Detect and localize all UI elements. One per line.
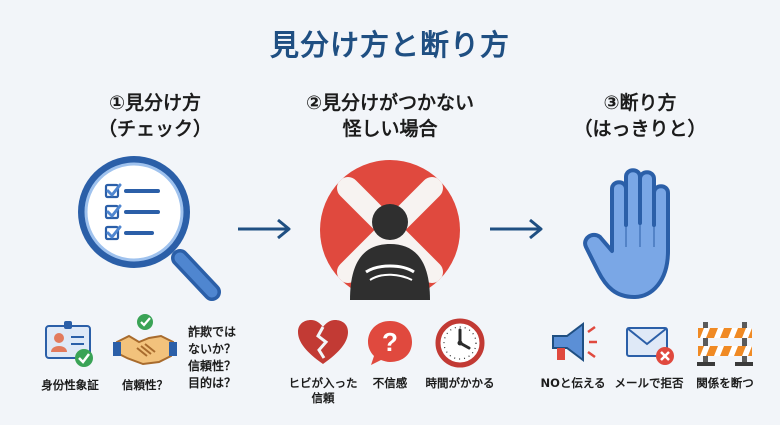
item-label-line1: ヒビが入った [288,376,358,390]
list-item-broken-trust: ヒビが入った 信頼 [284,318,362,406]
item-label: 不信感 [372,376,408,390]
item-label: NOと伝える [540,376,606,390]
check-questions: 詐欺では ないか？ 信頼性？ 目的は？ [188,324,236,392]
section-2-heading-line1: ②見分けがつかない [305,92,475,114]
list-item-distrust: ? 不信感 [362,318,418,391]
item-label: 関係を断つ [696,376,754,390]
mail-reject-icon [626,327,674,365]
arrow-right-icon [490,218,543,240]
item-label: ヒビが入った 信頼 [284,376,362,406]
item-label-line2: 信頼 [311,391,335,405]
svg-text:?: ? [382,327,398,357]
item-label: 信頼性？ [122,378,168,392]
list-item-say-no: NOと伝える [536,318,610,391]
section-1-heading: ①見分け方 （チェック） [55,90,255,142]
list-item-cut-ties: 関係を断つ [688,318,762,391]
list-item-time: 時間がかかる [420,318,500,391]
section-1-heading-line2: （チェック） [97,118,212,140]
question-line: 目的は？ [188,376,237,390]
list-item-id-check: 身份性象証 [30,318,110,393]
section-3-heading: ③断り方 （はっきりと） [540,90,740,142]
question-line: 詐欺では [188,325,237,339]
section-2-heading: ②見分けがつかない 怪しい場合 [275,90,505,142]
magnifier-checklist-icon [78,156,221,301]
megaphone-icon [552,322,597,362]
section-3-heading-line2: （はっきりと） [573,118,707,140]
id-card-check-icon [45,321,93,367]
item-label: メールで拒否 [614,376,684,390]
list-item-mail-reject: メールで拒否 [612,318,686,391]
stop-hand-icon [583,168,670,299]
page-title: 見分け方と断り方 [269,28,510,62]
section-2-heading-line2: 怪しい場合 [342,118,438,140]
broken-heart-icon [298,320,348,364]
list-item-trust: 信頼性？ [110,312,180,393]
section-1-heading-line1: ①見分け方 [108,92,202,114]
question-line: ないか？ [188,342,237,356]
section-3-heading-line1: ③断り方 [603,92,677,114]
question-bubble-icon: ? [368,321,412,365]
forbidden-person-icon [320,160,460,300]
question-line: 信頼性？ [188,359,237,373]
item-label: 時間がかかる [425,376,495,390]
item-label: 身份性象証 [41,378,99,392]
clock-icon [435,318,485,368]
barrier-icon [697,322,753,366]
handshake-check-icon [113,314,177,366]
arrow-right-icon [238,218,291,240]
